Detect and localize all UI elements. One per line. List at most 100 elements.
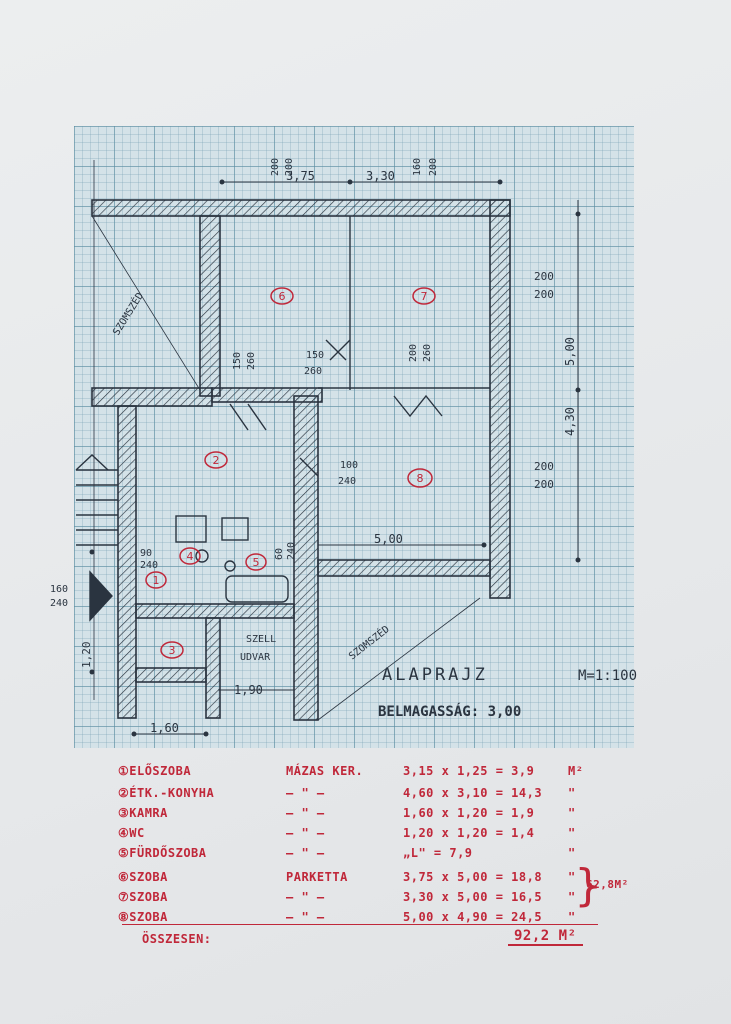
sink (224, 560, 236, 572)
area-unit: " (568, 870, 576, 884)
area-calc: 5,00 x 4,90 = 24,5 (403, 910, 543, 924)
window-room8-bottom: 200 (534, 478, 554, 491)
area-unit: " (568, 910, 576, 924)
area-unit: " (568, 786, 576, 800)
thin-lines (75, 160, 579, 735)
wall-pantry-bottom (135, 667, 207, 683)
door-240-c: 240 (140, 560, 158, 571)
plan-scale: M=1:100 (578, 668, 637, 684)
floor-type: — " — (286, 910, 325, 924)
room-name: ③KAMRA (118, 806, 168, 820)
bathtub (225, 575, 289, 603)
room-name: ⑥SZOBA (118, 870, 168, 884)
svg-text:6: 6 (279, 290, 286, 303)
room-marker-7: 7 (412, 287, 436, 305)
floor-type: — " — (286, 846, 325, 860)
rooms-subtotal: 62,8M² (586, 878, 629, 891)
neighbor-diagonal-bottom (317, 597, 481, 721)
area-unit: M² (568, 764, 584, 778)
door-240-a: 240 (338, 476, 356, 487)
area-calc: 3,75 x 5,00 = 18,8 (403, 870, 543, 884)
dim-120: 1,20 (80, 642, 93, 669)
floor-type: — " — (286, 890, 325, 904)
door-260-b: 260 (304, 366, 322, 377)
room-name: ⑤FÜRDŐSZOBA (118, 846, 207, 860)
room-marker-2: 2 (204, 451, 228, 469)
wall-pantry-right (205, 617, 221, 719)
room-marker-5: 5 (245, 553, 267, 571)
door-160: 160 (50, 584, 68, 595)
room-name: ②ÉTK.-KONYHA (118, 786, 215, 800)
wall-mid-left (91, 387, 213, 407)
area-calc: „L" = 7,9 (403, 846, 473, 860)
door-260-a: 260 (246, 352, 257, 370)
wall-room8-bottom (317, 559, 491, 577)
floor-type: MÁZAS KER. (286, 764, 364, 778)
graph-paper-grid (74, 126, 634, 748)
room-marker-6: 6 (270, 287, 294, 305)
door-100: 100 (340, 460, 358, 471)
room-marker-8: 8 (407, 468, 433, 488)
area-calc: 3,15 x 1,25 = 3,9 (403, 764, 535, 778)
neighbor-diagonal-top (91, 215, 201, 391)
door-150-b: 150 (306, 350, 324, 361)
room-marker-4: 4 (179, 547, 201, 565)
door-60: 60 (274, 548, 285, 560)
room-name: ④WC (118, 826, 145, 840)
room-marker-3: 3 (160, 641, 184, 659)
room-name: ⑦SZOBA (118, 890, 168, 904)
window-room7-top: 200 (534, 270, 554, 283)
stair-arrow (75, 454, 109, 471)
area-unit: " (568, 890, 576, 904)
ceiling-height: BELMAGASSÁG: 3,00 (378, 703, 521, 720)
airshaft-label-2: UDVAR (240, 652, 271, 663)
area-calc: 3,30 x 5,00 = 16,5 (403, 890, 543, 904)
dim-375: 3,75 (286, 169, 315, 183)
walls (91, 199, 511, 721)
floor-type: PARKETTA (286, 870, 348, 884)
area-unit: " (568, 806, 576, 820)
bath-cabinet (221, 517, 249, 541)
floor-type: — " — (286, 826, 325, 840)
total-label: ÖSSZESEN: (142, 932, 212, 946)
door-kitchen-room8 (299, 457, 319, 477)
door-240-d: 240 (286, 542, 297, 560)
room-name: ①ELŐSZOBA (118, 764, 192, 778)
dim-200b: 200 (284, 158, 295, 176)
svg-text:5: 5 (253, 556, 260, 569)
airshaft-label-1: SZELL (246, 634, 276, 645)
toilet-bowl (195, 549, 209, 563)
svg-text:1: 1 (153, 574, 160, 587)
area-unit: " (568, 846, 576, 860)
area-unit: " (568, 826, 576, 840)
dim-200a: 200 (270, 158, 281, 176)
area-calc: 4,60 x 3,10 = 14,3 (403, 786, 543, 800)
svg-text:8: 8 (417, 472, 424, 485)
room-name: ⑧SZOBA (118, 910, 168, 924)
door-kitchen (229, 403, 267, 431)
room-markers: 1 2 3 4 5 6 7 8 (145, 287, 436, 659)
area-calc: 1,60 x 1,20 = 1,9 (403, 806, 535, 820)
wall-right (489, 199, 511, 599)
dimension-dots (89, 179, 581, 737)
wall-top (91, 199, 511, 217)
door-room6-7 (325, 339, 351, 361)
subtotal-brace-icon: } (575, 860, 602, 911)
door-200: 200 (408, 344, 419, 362)
plan-labels: 3,75 3,30 200 200 160 200 5,00 4,30 5,00… (50, 158, 637, 735)
dim-500-mid: 5,00 (374, 532, 403, 546)
plan-title: ALAPRAJZ (382, 665, 488, 685)
door-90: 90 (140, 548, 152, 559)
wall-room6-left (199, 215, 221, 397)
svg-text:2: 2 (213, 454, 220, 467)
dim-right-430: 4,30 (563, 407, 577, 436)
sum-underline (122, 924, 598, 925)
dim-160: 160 (412, 158, 423, 176)
floor-type: — " — (286, 806, 325, 820)
dim-190: 1,90 (234, 683, 263, 697)
wall-bath-bottom (135, 603, 295, 619)
door-room8 (393, 394, 443, 418)
washbasin (175, 515, 207, 543)
door-150-a: 150 (232, 352, 243, 370)
